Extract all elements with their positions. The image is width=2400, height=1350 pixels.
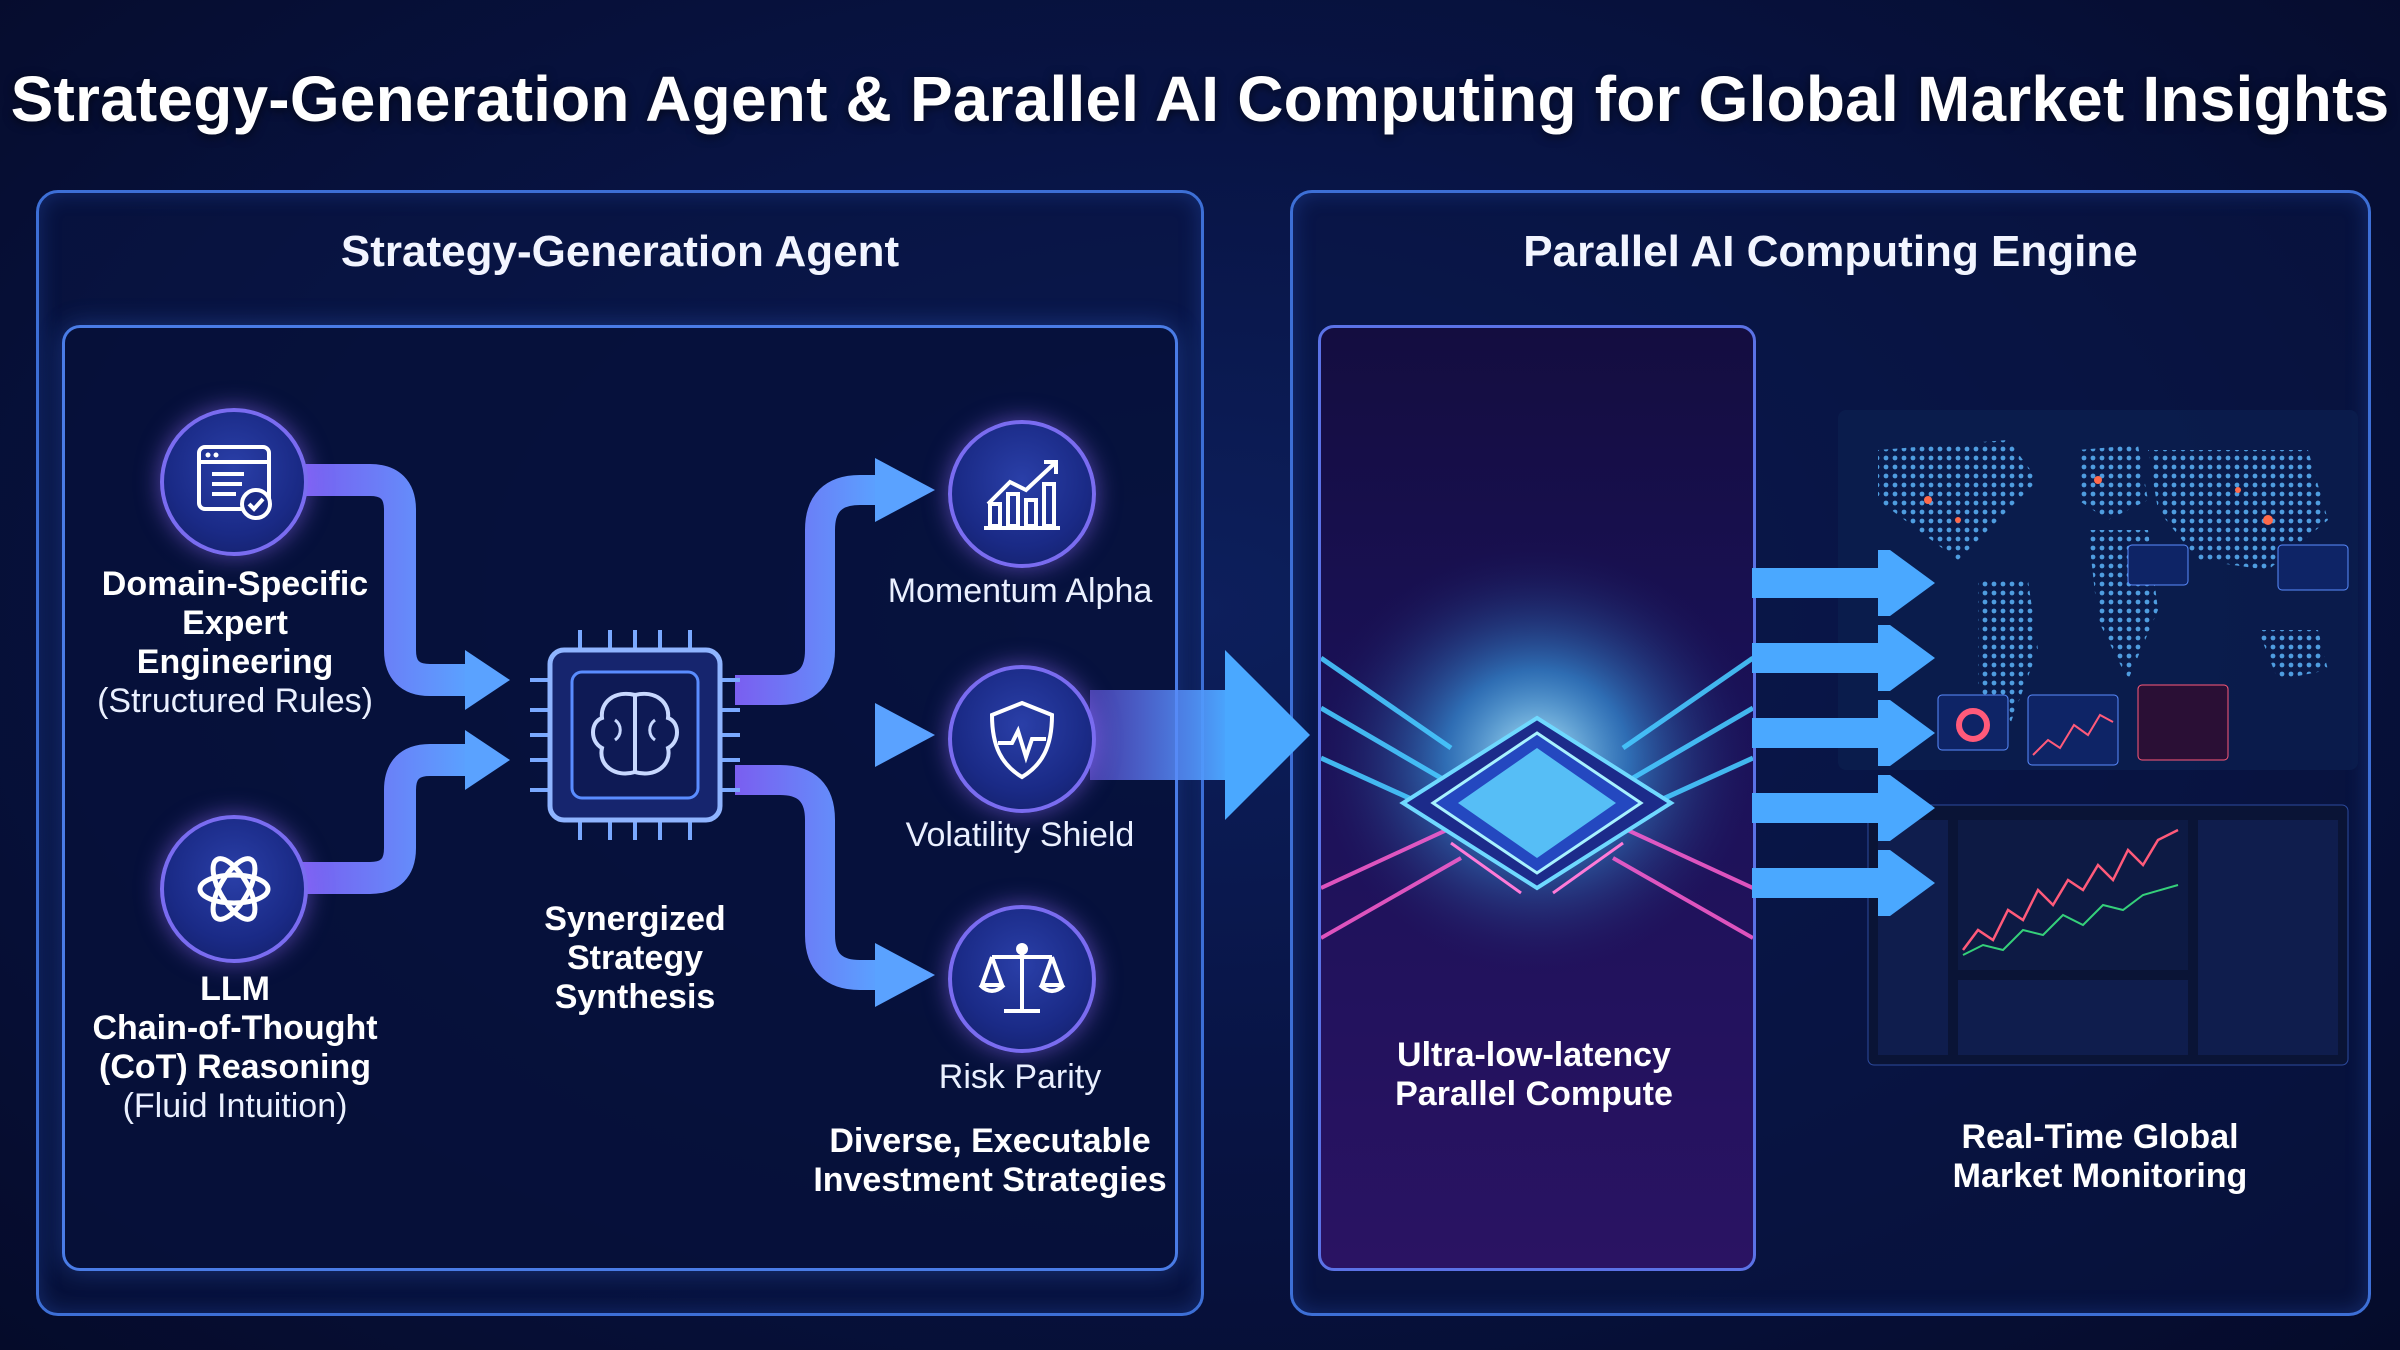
market-monitor-visual bbox=[1838, 410, 2358, 1070]
risk-parity-label: Risk Parity bbox=[938, 1058, 1102, 1096]
synthesis-line2: Strategy bbox=[566, 939, 704, 978]
strategies-line1: Diverse, Executable bbox=[829, 1122, 1151, 1160]
synthesis-line1: Synergized bbox=[544, 900, 726, 938]
trend-chart-icon bbox=[948, 420, 1096, 568]
arrows-compute-to-monitor bbox=[1752, 550, 1935, 916]
strategy-agent-panel-title: Strategy-Generation Agent bbox=[340, 227, 900, 276]
monitor-line2: Market Monitoring bbox=[1952, 1157, 2248, 1196]
arrow-synthesis-to-riskparity bbox=[735, 765, 935, 1007]
compute-line2: Parallel Compute bbox=[1395, 1075, 1673, 1114]
expert-line3: Engineering bbox=[136, 643, 334, 682]
arrow-synthesis-to-momentum bbox=[735, 458, 935, 705]
expert-line1: Domain-Specific bbox=[101, 565, 369, 603]
page-title: Strategy-Generation Agent & Parallel AI … bbox=[10, 63, 2390, 135]
llm-line1: LLM bbox=[200, 970, 270, 1008]
expert-engineering-label: Domain-Specific Expert Engineering (Stru… bbox=[70, 565, 400, 721]
world-map-icon bbox=[1838, 410, 2358, 1066]
shield-pulse-icon bbox=[948, 665, 1096, 813]
compute-card bbox=[1318, 325, 1756, 1271]
llm-reasoning-label: LLM Chain-of-Thought (CoT) Reasoning (Fl… bbox=[70, 970, 400, 1126]
momentum-alpha-label: Momentum Alpha bbox=[887, 572, 1153, 610]
arrow-llm-to-synthesis bbox=[300, 730, 510, 894]
synthesis-line3: Synthesis bbox=[554, 978, 716, 1017]
processor-chip-icon bbox=[1321, 328, 1753, 978]
expert-note: (Structured Rules) bbox=[97, 682, 373, 721]
strategies-caption: Diverse, Executable Investment Strategie… bbox=[790, 1122, 1190, 1200]
llm-line3: (CoT) Reasoning bbox=[99, 1048, 371, 1087]
monitor-line1: Real-Time Global bbox=[1961, 1118, 2239, 1156]
brain-chip-icon bbox=[530, 630, 740, 840]
compute-engine-panel-title: Parallel AI Computing Engine bbox=[1523, 227, 2138, 276]
expert-line2: Expert bbox=[182, 604, 288, 643]
balance-scale-icon bbox=[948, 905, 1096, 1053]
llm-note: (Fluid Intuition) bbox=[122, 1087, 348, 1126]
arrow-synthesis-to-volatility bbox=[735, 703, 935, 767]
llm-knot-icon bbox=[160, 815, 308, 963]
arrow-strategies-to-compute bbox=[1090, 650, 1310, 820]
volatility-shield-label: Volatility Shield bbox=[905, 816, 1135, 854]
llm-line2: Chain-of-Thought bbox=[92, 1009, 378, 1048]
compute-label: Ultra-low-latency Parallel Compute bbox=[1318, 1036, 1750, 1114]
arrow-expert-to-synthesis bbox=[300, 464, 510, 710]
monitor-label: Real-Time Global Market Monitoring bbox=[1900, 1118, 2300, 1196]
compute-line1: Ultra-low-latency bbox=[1397, 1036, 1671, 1074]
synthesis-label: Synergized Strategy Synthesis bbox=[480, 900, 790, 1017]
rules-document-icon bbox=[160, 408, 308, 556]
strategies-line2: Investment Strategies bbox=[813, 1161, 1167, 1200]
